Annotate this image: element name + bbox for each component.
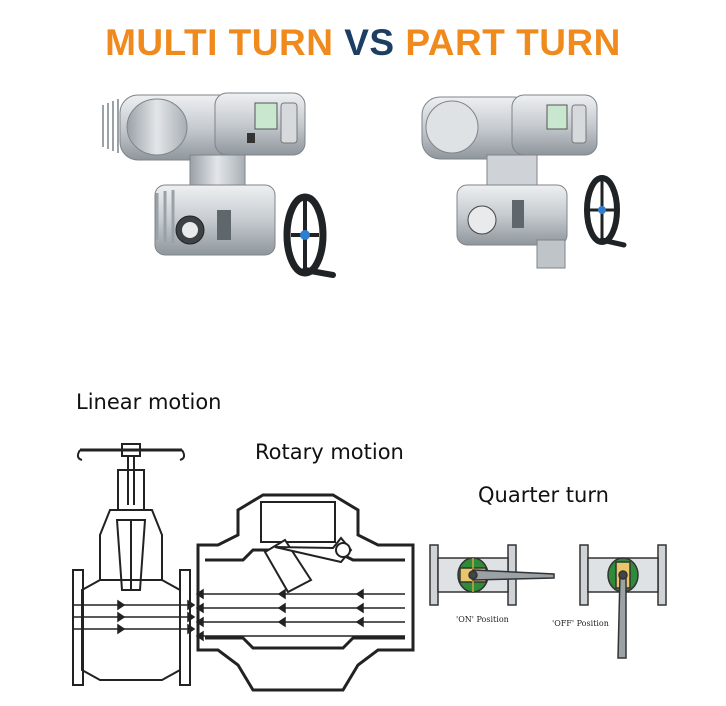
title-multi-turn: MULTI TURN: [105, 22, 334, 63]
linear-motion-label: Linear motion: [76, 390, 222, 414]
ball-valve-off-diagram: [579, 544, 667, 659]
rotary-motion-label: Rotary motion: [255, 440, 404, 464]
ball-valve-on-diagram: [429, 544, 555, 606]
title-vs: VS: [344, 22, 395, 63]
title-part-turn: PART TURN: [405, 22, 621, 63]
swing-check-valve-diagram: [195, 493, 415, 692]
part-turn-actuator-image: [421, 94, 627, 269]
off-position-label: 'OFF' Position: [552, 619, 609, 628]
quarter-turn-label: Quarter turn: [478, 483, 609, 507]
on-position-label: 'ON' Position: [456, 615, 509, 624]
page-title: MULTI TURN VS PART TURN: [0, 22, 726, 64]
multi-turn-actuator-image: [102, 92, 336, 278]
gate-valve-diagram: [72, 443, 196, 686]
